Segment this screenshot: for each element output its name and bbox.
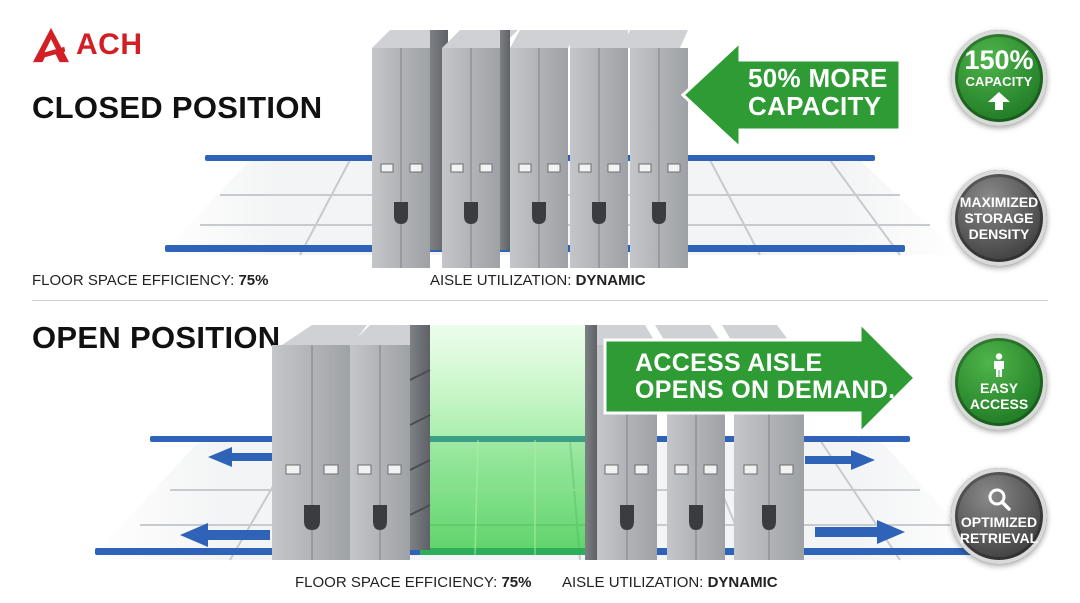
closed-floor-efficiency: FLOOR SPACE EFFICIENCY: 75% — [32, 272, 269, 289]
closed-position-title: CLOSED POSITION — [32, 90, 323, 125]
up-arrow-icon — [988, 92, 1010, 110]
open-position-title: OPEN POSITION — [32, 320, 281, 355]
storage-density-badge: MAXIMIZED STORAGE DENSITY — [951, 170, 1047, 266]
brand-logo: ACH — [32, 26, 143, 64]
easy-access-badge: EASY ACCESS — [951, 334, 1047, 430]
open-cabinets-left — [272, 325, 431, 560]
capacity-callout-arrow — [680, 38, 902, 152]
person-icon — [994, 352, 1004, 377]
open-aisle-highlight — [420, 325, 590, 555]
open-aisle-utilization: AISLE UTILIZATION: DYNAMIC — [562, 574, 778, 591]
cabinet — [622, 30, 688, 268]
brand-name: ACH — [76, 28, 143, 61]
section-divider — [32, 300, 1048, 301]
cabinet — [510, 30, 578, 268]
motion-arrows — [180, 447, 905, 547]
cabinet — [442, 30, 518, 268]
magnifier-icon — [988, 488, 1011, 511]
cabinet — [350, 325, 431, 560]
ach-logo-icon — [32, 27, 70, 63]
access-callout-arrow — [603, 319, 918, 437]
closed-cabinets — [372, 30, 688, 268]
cabinet — [570, 30, 628, 268]
cabinet — [272, 325, 367, 560]
optimized-retrieval-badge: OPTIMIZED RETRIEVAL — [951, 468, 1047, 564]
access-callout-text: ACCESS AISLE OPENS ON DEMAND. — [635, 349, 896, 404]
cabinet — [372, 30, 448, 268]
open-floor-efficiency: FLOOR SPACE EFFICIENCY: 75% — [295, 574, 532, 591]
capacity-callout-text: 50% MORE CAPACITY — [748, 63, 888, 121]
capacity-badge: 150% CAPACITY — [951, 30, 1047, 126]
closed-aisle-utilization: AISLE UTILIZATION: DYNAMIC — [430, 272, 646, 289]
